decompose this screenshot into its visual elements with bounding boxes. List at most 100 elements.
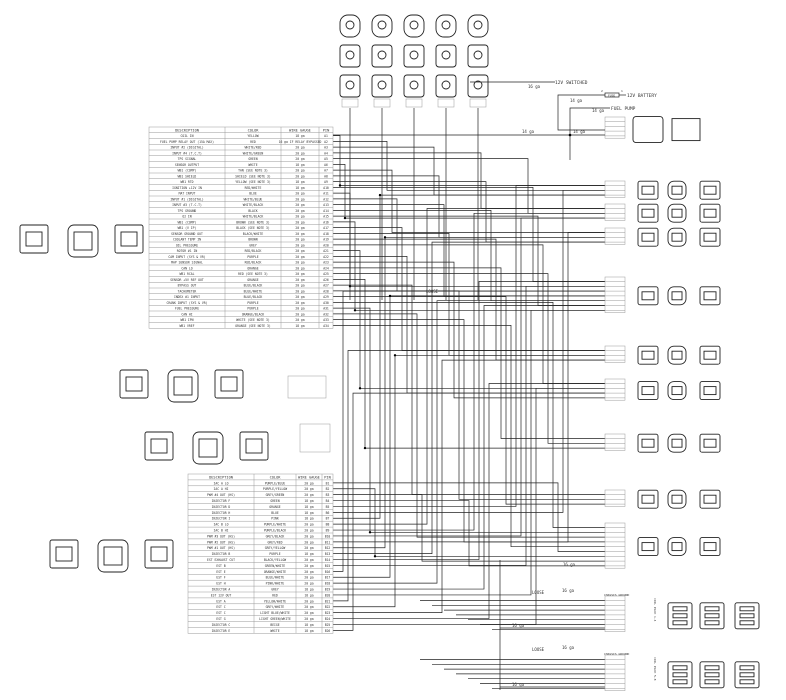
table-cell: 18 ga	[295, 163, 304, 167]
table-cell: IAC A HI	[214, 487, 229, 491]
table-cell: BYPASS OUT	[178, 284, 197, 288]
table-cell: RED	[250, 140, 256, 144]
small-pin-table	[299, 423, 331, 453]
table-cell: WB1 (COMP)	[178, 169, 197, 173]
table-cell: A14	[323, 209, 329, 213]
table-cell: INJECTOR H	[212, 511, 231, 515]
table-cell: 20 ga	[295, 289, 304, 293]
splice-dot	[393, 354, 397, 357]
table-cell: INDEX #1 INPUT	[174, 295, 200, 299]
connector-pin-icon	[441, 20, 451, 30]
table-cell: GREY/BLACK	[266, 534, 285, 538]
table-cell: PINK	[271, 517, 279, 521]
table-cell: A6	[324, 163, 328, 167]
table-cell: IAC B HI	[214, 529, 229, 533]
connector-pin-icon	[377, 50, 387, 60]
wire	[333, 217, 605, 537]
table-cell: A3	[324, 146, 328, 150]
table-cell: BLUE/WHITE	[266, 576, 285, 580]
table-cell: 20 ga	[295, 146, 304, 150]
table-cell: SENSOR +5V REF OUT	[170, 278, 204, 282]
connector-pin-icon	[473, 20, 483, 30]
table-cell: 20 ga	[295, 169, 304, 173]
wire	[333, 383, 605, 619]
table-cell: 20 ga	[295, 307, 304, 311]
connector-pin-cavity-icon	[173, 376, 193, 396]
table-cell: PURPLE/WHITE	[264, 523, 286, 527]
table-cell: 18 ga	[304, 593, 313, 597]
table-cell: 18 ga	[295, 324, 304, 328]
connector-pin-cavity-icon	[739, 672, 755, 678]
table-cell: A7	[324, 169, 328, 173]
relay-connector-icon	[632, 116, 664, 144]
connector-pin-cavity-icon	[704, 665, 720, 671]
switched-gauge: 16 ga	[528, 84, 541, 89]
table-cell: B15	[325, 564, 331, 568]
wire	[333, 296, 605, 505]
table-cell: 20 ga	[304, 576, 313, 580]
coil-pack-1-label: COIL PACK 1-4	[653, 598, 657, 622]
table-cell: A20	[323, 243, 329, 247]
wires	[333, 108, 605, 690]
table-cell: B24	[325, 617, 331, 621]
wire	[333, 175, 605, 238]
wire	[333, 307, 605, 533]
table-cell: A10	[323, 186, 329, 190]
connector-pin-icon	[441, 80, 451, 90]
table-cell: B12	[325, 546, 331, 550]
table-cell: BLUE/WHITE	[244, 289, 263, 293]
table-cell: BLACK/YELLOW	[264, 558, 286, 562]
connector-pin-cavity-icon	[672, 672, 688, 678]
splice-dot	[343, 216, 347, 220]
wire	[333, 273, 605, 444]
connector-pin-cavity-icon	[703, 291, 717, 301]
table-cell: WHITE/BLACK	[243, 215, 264, 219]
table-cell: INJECTOR A	[212, 588, 231, 592]
connector-pin-cavity-icon	[671, 291, 683, 301]
table-cell: A25	[323, 272, 329, 276]
wire	[333, 215, 605, 306]
table-cell: INJECTOR D	[212, 505, 231, 509]
table-cell: A18	[323, 232, 329, 236]
table-cell: A9	[324, 180, 328, 184]
table-cell: B3	[326, 493, 330, 497]
table-cell: INJECTOR F	[212, 499, 231, 503]
connector-pin-cavity-icon	[671, 386, 683, 396]
bottom-gauge-2: 16 ga	[512, 682, 525, 687]
connector-pin-block	[604, 116, 626, 139]
connector-pin-label-box	[373, 98, 391, 108]
table-cell: 20 ga	[304, 570, 313, 574]
table-cell: TAN (SEE NOTE 3)	[238, 169, 268, 173]
table-cell: TPS GROUND	[178, 209, 197, 213]
table-cell: OIL PRESSURE	[176, 243, 198, 247]
table-cell: BLUE/BLACK	[244, 284, 263, 288]
table-cell: BLACK	[248, 209, 257, 213]
connector-pin-cavity-icon	[704, 679, 720, 685]
connector-pin-cavity-icon	[672, 613, 688, 619]
connector-pin-cavity-icon	[671, 232, 683, 242]
table-cell: PURPLE/BLUE	[265, 481, 286, 485]
table-cell: PWM #1 OUT (HS)	[207, 546, 235, 550]
connector-pin-icon	[409, 20, 419, 30]
table-cell: MAT INPUT	[179, 192, 196, 196]
table-cell: 20 ga	[295, 266, 304, 270]
connector-pin-cavity-icon	[703, 232, 717, 242]
table-cell: 18 ga	[304, 629, 313, 633]
table-cell: PURPLE	[247, 301, 258, 305]
connector-pin-cavity-icon	[150, 546, 168, 562]
table-cell: CRANK INPUT (SYS & VR)	[167, 301, 208, 305]
connector-pin-cavity-icon	[703, 208, 717, 218]
splice-dot	[368, 531, 372, 534]
table-cell: PURPLE/BLACK	[264, 529, 286, 533]
connector-pin-cavity-icon	[25, 231, 43, 247]
connector-pin-cavity-icon	[672, 606, 688, 612]
table-cell: 20 ga	[295, 174, 304, 178]
wire	[333, 187, 605, 282]
loose-label-2: LOOSE	[532, 647, 545, 652]
connector-pin-block	[604, 227, 626, 245]
connector-pin-icon	[473, 80, 483, 90]
wire	[333, 302, 605, 528]
table-cell: 20 ga	[295, 232, 304, 236]
wire	[333, 189, 605, 513]
